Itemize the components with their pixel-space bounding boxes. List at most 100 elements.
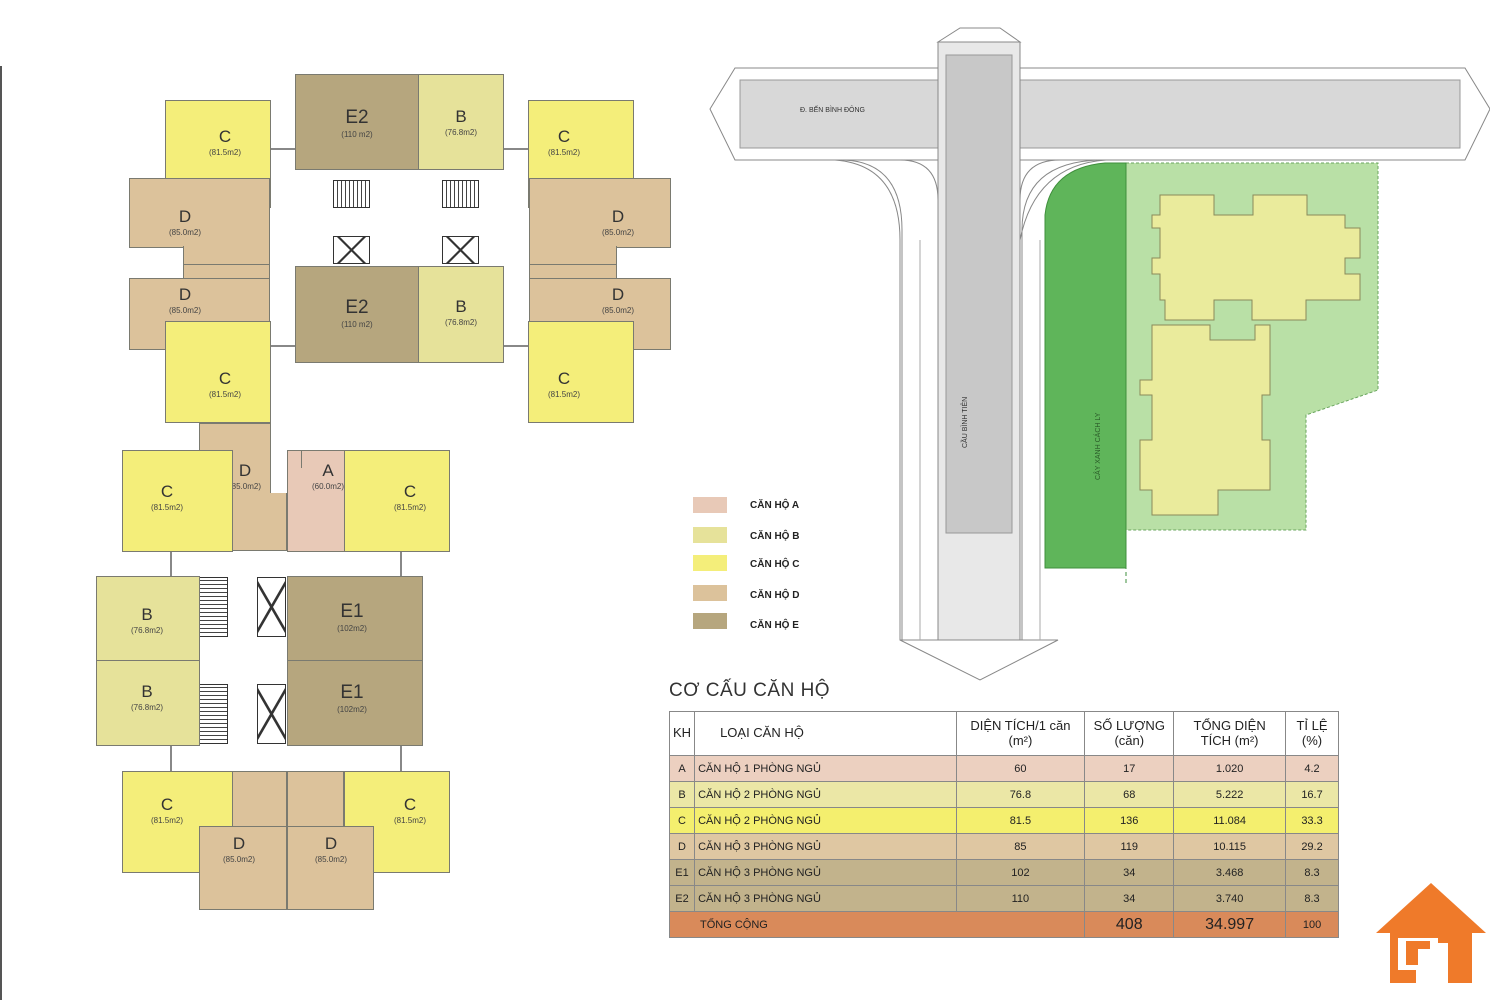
- unit-area: (76.8m2): [444, 128, 477, 137]
- elevator: [257, 577, 286, 637]
- unit-label: D(85.0m2): [145, 208, 225, 237]
- type-cell: CĂN HỘ 3 PHÒNG NGỦ: [694, 833, 957, 860]
- type-cell: CĂN HỘ 1 PHÒNG NGỦ: [694, 755, 957, 782]
- unit-area: (76.8m2): [130, 626, 163, 635]
- unit-b: [418, 266, 504, 363]
- unit-code: C: [218, 127, 232, 146]
- qty-cell: 136: [1084, 807, 1175, 834]
- green-buffer: [1044, 162, 1127, 569]
- unit-label: C(81.5m2): [524, 370, 604, 399]
- connector: [270, 148, 296, 150]
- unit-code: D: [324, 834, 338, 853]
- connector: [503, 148, 529, 150]
- connector: [170, 745, 172, 771]
- unit-label: C(81.5m2): [127, 796, 207, 825]
- unit-area: (76.8m2): [444, 318, 477, 327]
- unit-area: (102m2): [337, 624, 367, 633]
- unit-area: (81.5m2): [208, 390, 241, 399]
- unit-area: (60.0m2): [311, 482, 344, 491]
- area-cell: 85: [955, 833, 1086, 860]
- unit-code: E2: [345, 107, 369, 128]
- kh-cell: B: [668, 781, 696, 808]
- staircase: [199, 684, 228, 744]
- type-cell: CĂN HỘ 3 PHÒNG NGỦ: [694, 859, 957, 886]
- unit-d: [232, 771, 287, 828]
- unit-code: B: [141, 682, 153, 701]
- unit-code: D: [178, 285, 192, 304]
- unit-d: [232, 493, 287, 551]
- unit-area: (85.0m2): [222, 855, 255, 864]
- unit-label: A (60.0m2): [288, 462, 368, 491]
- connector: [503, 345, 529, 347]
- unit-label: B(76.8m2): [421, 108, 501, 137]
- pct-cell: 16.7: [1285, 781, 1339, 808]
- qty-cell: 119: [1084, 833, 1175, 860]
- page-edge-line: [0, 66, 2, 1000]
- road-curve: [834, 159, 939, 641]
- qty-cell: 34: [1084, 859, 1175, 886]
- table-total-row: TỔNG CỘNG 408 34.997 100: [668, 911, 1339, 938]
- unit-label: C(81.5m2): [524, 128, 604, 157]
- unit-code: E1: [340, 682, 364, 703]
- area-cell: 60: [955, 755, 1086, 782]
- table-row: C CĂN HỘ 2 PHÒNG NGỦ 81.5 136 11.084 33.…: [668, 807, 1339, 834]
- total-cell: 11.084: [1173, 807, 1287, 834]
- unit-c: [373, 450, 450, 495]
- legend-swatch: [693, 527, 727, 543]
- elevator: [333, 236, 370, 264]
- unit-code: B: [141, 605, 153, 624]
- unit-label: B(76.8m2): [107, 683, 187, 712]
- area-cell: 81.5: [955, 807, 1086, 834]
- unit-area: (81.5m2): [150, 503, 183, 512]
- elevator: [257, 684, 286, 744]
- area-cell: 76.8: [955, 781, 1086, 808]
- unit-code: C: [160, 795, 174, 814]
- unit-code: B: [455, 297, 467, 316]
- total-cell: 3.468: [1173, 859, 1287, 886]
- header-cell: TỔNG DIỆN TÍCH (m²): [1173, 711, 1287, 756]
- header-cell: TỈ LỆ (%): [1285, 711, 1339, 756]
- unit-label: D (85.0m2): [291, 835, 371, 864]
- table-row: E1 CĂN HỘ 3 PHÒNG NGỦ 102 34 3.468 8.3: [668, 859, 1339, 886]
- unit-d: [183, 264, 270, 280]
- unit-label: D(85.0m2): [578, 208, 658, 237]
- connector: [270, 345, 296, 347]
- unit-area: (102m2): [337, 705, 367, 714]
- legend-label: CĂN HỘ E: [750, 620, 799, 631]
- unit-area: (81.5m2): [393, 816, 426, 825]
- site-building-bottom: [1139, 324, 1271, 516]
- unit-code: E2: [345, 297, 369, 318]
- road-surface: [739, 79, 1461, 149]
- pct-cell: 8.3: [1285, 859, 1339, 886]
- unit-c: [528, 321, 634, 423]
- unit-code: A: [322, 461, 334, 480]
- area-cell: 102: [955, 859, 1086, 886]
- unit-code: C: [403, 795, 417, 814]
- apartment-table: KH LOẠI CĂN HỘ DIỆN TÍCH/1 căn (m²) SỐ L…: [668, 711, 1339, 938]
- kh-cell: E2: [668, 885, 696, 912]
- unit-c: [165, 321, 271, 423]
- unit-label: D(85.0m2): [145, 286, 225, 315]
- unit-label: C(81.5m2): [185, 370, 265, 399]
- unit-d: [199, 826, 287, 910]
- unit-label: B (76.8m2): [421, 298, 501, 327]
- unit-d: [287, 826, 374, 910]
- unit-code: E1: [340, 601, 364, 622]
- unit-label: D(85.0m2): [578, 286, 658, 315]
- qty-cell: 34: [1084, 885, 1175, 912]
- kh-cell: A: [668, 755, 696, 782]
- unit-area: (85.0m2): [314, 855, 347, 864]
- unit-c: [122, 450, 233, 552]
- unit-e1: [287, 660, 423, 746]
- header-cell: SỐ LƯỢNG (căn): [1084, 711, 1175, 756]
- type-cell: CĂN HỘ 2 PHÒNG NGỦ: [694, 807, 957, 834]
- connector: [170, 552, 172, 577]
- total-cell: 5.222: [1173, 781, 1287, 808]
- unit-code: C: [557, 127, 571, 146]
- legend-swatch: [693, 497, 727, 513]
- unit-label: B (76.8m2): [107, 606, 187, 635]
- unit-area: (81.5m2): [208, 148, 241, 157]
- unit-area: (85.0m2): [168, 228, 201, 237]
- unit-d: [529, 178, 671, 248]
- kh-cell: E1: [668, 859, 696, 886]
